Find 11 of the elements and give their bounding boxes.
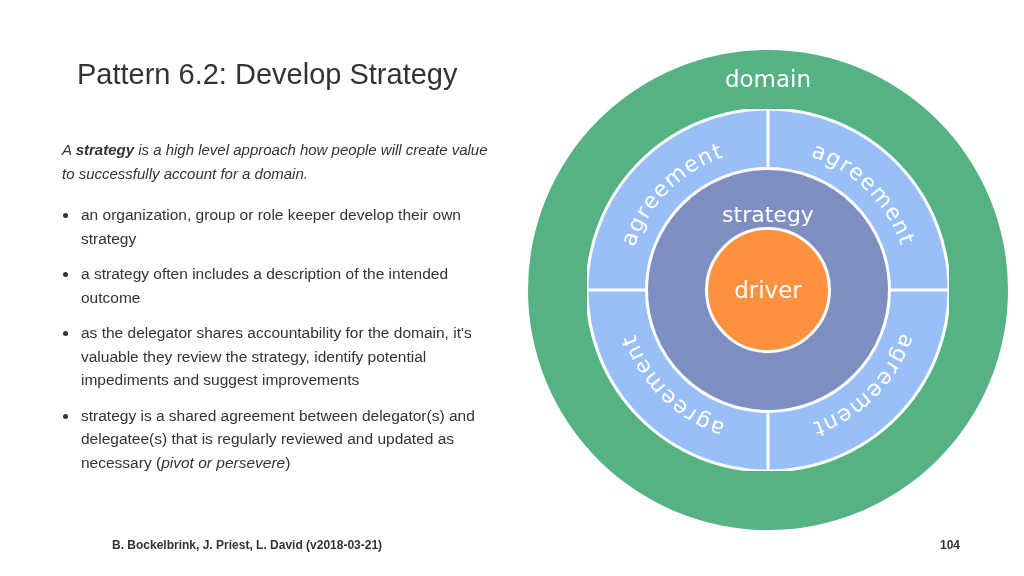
bullet-text: as the delegator shares accountability for the domain, it's valuable they review the strategy, identify potential impediments and suggest improvements (81, 323, 473, 390)
page-number: 104 (940, 537, 961, 554)
circle-label: domain (723, 65, 813, 94)
bullet-text: a strategy often includes a description of the intended outcome (81, 264, 450, 308)
footer-credits: B. Bockelbrink, J. Priest, L. David (v2018-03-21) (112, 537, 383, 554)
bullet-text: an organization, group or role keeper develop their own strategy (81, 205, 462, 249)
intro-text: A strategy is a high level approach how people will create value to successfully account for a domain. (62, 140, 489, 184)
circle-label: driver (734, 275, 802, 305)
circle-label: strategy (722, 202, 814, 227)
slide-title: Pattern 6.2: Develop Strategy (77, 57, 458, 92)
bullet-text: strategy is a shared agreement between delegator(s) and delegatee(s) that is regularly reviewed and updated as necessary (pivot or persevere) (81, 405, 476, 473)
